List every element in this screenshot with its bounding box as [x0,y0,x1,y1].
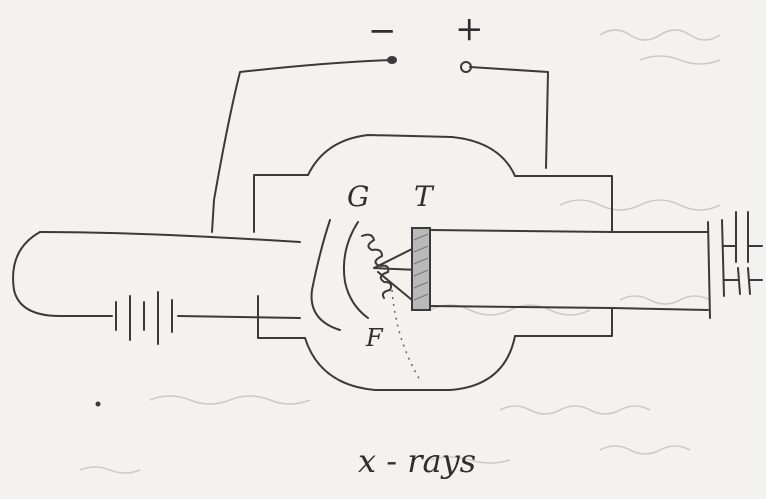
positive-hv-wire [469,66,549,169]
negative-terminal-label: − [368,11,397,51]
grid-focusing-cup [342,221,369,319]
filament-circuit-wire [12,231,301,319]
envelope-flange-bottom [257,295,613,339]
background-bleedthrough [79,29,721,474]
anode-target [411,227,431,311]
negative-hv-wire [211,59,393,233]
anode-target-hatching [413,233,429,301]
cathode-arm [39,219,341,331]
filament-label: F [365,324,384,352]
glass-bulb [304,134,516,391]
x-ray-internal-path [391,289,421,381]
envelope-flange-top [253,174,613,233]
x-rays-label: x - rays [358,442,476,480]
terminals: − + [368,9,484,73]
anode-arm [429,229,709,311]
stray-ink-dot [95,401,101,407]
filament-battery [115,291,173,345]
positive-terminal-label: + [455,9,484,49]
electron-beam [373,245,419,301]
anode-output-connector [707,211,763,319]
target-label: T [414,180,435,213]
grid-label: G [347,180,369,213]
